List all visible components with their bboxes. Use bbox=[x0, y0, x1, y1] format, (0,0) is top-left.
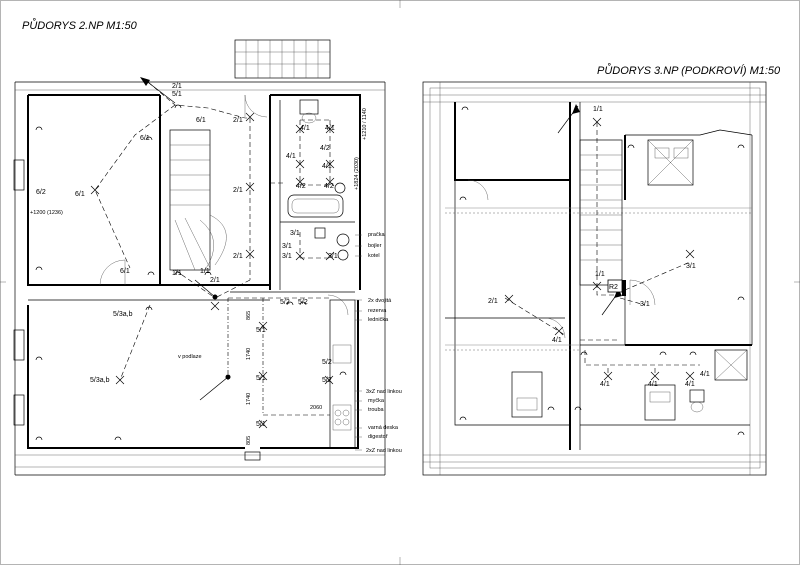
label-2np-21: 3/1 bbox=[290, 230, 300, 237]
label-2np-17: 4/2 bbox=[320, 145, 330, 152]
label-2np-2: 5/1 bbox=[172, 91, 182, 98]
dim-4: 805 bbox=[246, 436, 252, 445]
label-3np-2: 1/1 bbox=[595, 271, 605, 278]
appliance-10: varná deska bbox=[368, 425, 399, 431]
label-2np-19: 4/2 bbox=[296, 183, 306, 190]
height-note-3: +1210 / 1140 bbox=[362, 108, 368, 140]
label-3np-6: 4/1 bbox=[552, 337, 562, 344]
label-2np-5: 6/1 bbox=[140, 135, 150, 142]
panel-r2-label: R2 bbox=[609, 284, 618, 291]
label-2np-31: 5/2 bbox=[322, 377, 332, 384]
label-3np-3: 2/1 bbox=[488, 298, 498, 305]
window-left-1 bbox=[13, 159, 25, 191]
appliance-11: digestoř bbox=[368, 434, 388, 440]
label-2np-1: 2/1 bbox=[172, 83, 182, 90]
bed-single-2 bbox=[644, 384, 676, 421]
appliance-8: myčka bbox=[368, 398, 385, 404]
window-left-2 bbox=[13, 329, 25, 361]
light-points-2np bbox=[90, 112, 335, 429]
kitchen-counter bbox=[329, 299, 356, 449]
appliance-5: rezerva bbox=[368, 308, 387, 314]
label-2np-10: 1/1 bbox=[200, 268, 210, 275]
toilet bbox=[299, 99, 319, 115]
label-2np-18: 4/1 bbox=[322, 163, 332, 170]
light-points-3np bbox=[504, 117, 695, 381]
label-2np-28: 5/1 bbox=[256, 375, 266, 382]
appliance-9: trouba bbox=[368, 407, 385, 413]
dim-2: 1740 bbox=[246, 348, 252, 360]
label-3np-4: 3/1 bbox=[686, 263, 696, 270]
appliance-12: 2xZ nad linkou bbox=[366, 448, 402, 454]
label-2np-7: 6/2 bbox=[36, 189, 46, 196]
label-2np-29: 5/1 bbox=[256, 421, 266, 428]
bed-single-1 bbox=[511, 371, 543, 418]
label-3np-7: 4/1 bbox=[600, 381, 610, 388]
appliance-6: lednička bbox=[368, 317, 389, 323]
height-note-2: +1824 (2030) bbox=[354, 157, 360, 190]
appliance-7: 3xZ nad linkou bbox=[366, 389, 402, 395]
label-2np-26: 5/2 bbox=[298, 299, 308, 306]
label-3np-1: 1/1 bbox=[593, 106, 603, 113]
label-2np-25: 5/2 bbox=[280, 299, 290, 306]
label-2np-22: 3/1 bbox=[282, 243, 292, 250]
label-2np-13: 2/1 bbox=[210, 277, 220, 284]
label-2np-12: 2/1 bbox=[233, 253, 243, 260]
label-2np-32: 5/3a,b bbox=[113, 311, 133, 318]
appliance-1: pračka bbox=[368, 232, 385, 238]
dim-5: 2060 bbox=[310, 405, 322, 411]
label-2np-15: 4/1 bbox=[325, 125, 335, 132]
dim-3: 1740 bbox=[246, 393, 252, 405]
sockets-2np bbox=[35, 104, 347, 441]
height-note-1: +1200 (1236) bbox=[30, 210, 63, 216]
label-2np-8: 6/1 bbox=[120, 268, 130, 275]
label-2np-6: 6/1 bbox=[75, 191, 85, 198]
toilet-3np bbox=[689, 389, 705, 403]
label-2np-20: 4/2 bbox=[324, 183, 334, 190]
appliance-4: 2x dvojitá bbox=[368, 298, 392, 304]
label-2np-30: 5/2 bbox=[322, 359, 332, 366]
inner-stair bbox=[169, 129, 227, 271]
plan-2np: 2/1 5/1 6/1 2/1 6/1 6/1 6/2 6/1 1/1 1/1 … bbox=[13, 39, 402, 476]
shower bbox=[714, 349, 748, 381]
label-2np-11: 2/1 bbox=[233, 187, 243, 194]
label-2np-33: 5/3a,b bbox=[90, 377, 110, 384]
label-2np-14: 4/1 bbox=[300, 125, 310, 132]
label-2np-3: 6/1 bbox=[196, 117, 206, 124]
bathtub bbox=[287, 194, 344, 218]
title-3np: PŮDORYS 3.NP (PODKROVÍ) M1:50 bbox=[597, 63, 781, 77]
washbasin bbox=[334, 182, 346, 194]
bed-double bbox=[647, 139, 694, 186]
dim-1: 865 bbox=[246, 311, 252, 320]
stair-3np bbox=[579, 139, 623, 286]
appliance-2: bojler bbox=[368, 243, 382, 249]
floor-note: v podlaze bbox=[178, 354, 202, 360]
label-3np-10: 4/1 bbox=[700, 371, 710, 378]
label-3np-8: 4/1 bbox=[648, 381, 658, 388]
window-left-3 bbox=[13, 394, 25, 426]
label-2np-23: 3/1 bbox=[282, 253, 292, 260]
top-stair bbox=[234, 39, 331, 79]
plan-3np: R2 1/1 1/1 2/1 3/1 3/1 4/1 4/1 4/1 4/1 4… bbox=[422, 81, 767, 476]
label-2np-9: 1/1 bbox=[172, 270, 182, 277]
label-3np-9: 4/1 bbox=[685, 381, 695, 388]
label-2np-24: 3/1 bbox=[328, 253, 338, 260]
label-2np-4: 2/1 bbox=[233, 117, 243, 124]
sockets-3np bbox=[459, 106, 745, 436]
appliance-3: kotel bbox=[368, 253, 380, 259]
title-2np: PŮDORYS 2.NP M1:50 bbox=[22, 18, 138, 32]
label-2np-27: 5/1 bbox=[256, 327, 266, 334]
label-3np-5: 3/1 bbox=[640, 301, 650, 308]
label-2np-16: 4/1 bbox=[286, 153, 296, 160]
